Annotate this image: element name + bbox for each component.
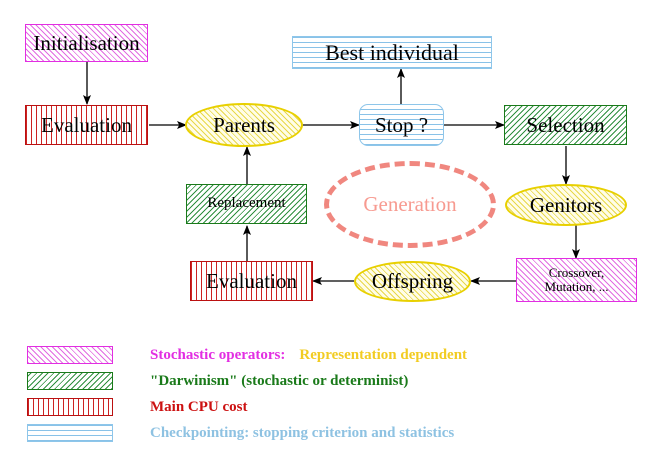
legend-swatch-magenta-hatch xyxy=(27,346,113,364)
legend-row-darwinism: "Darwinism" (stochastic or determinist) xyxy=(27,370,408,392)
node-genitors-label: Genitors xyxy=(529,192,603,217)
node-best-individual-label: Best individual xyxy=(325,39,459,65)
legend-row-main-cpu-cost: Main CPU cost xyxy=(27,396,248,418)
node-initialisation[interactable]: Initialisation xyxy=(25,24,148,62)
node-crossover-mutation[interactable]: Crossover, Mutation, ... xyxy=(516,258,637,302)
legend-swatch-blue-horizontal xyxy=(27,424,113,442)
node-genitors[interactable]: Genitors xyxy=(505,184,627,226)
node-replacement-label: Replacement xyxy=(207,195,286,212)
legend-row-stochastic-operators: Stochastic operators: Representation depe… xyxy=(27,344,467,366)
generation-label: Generation xyxy=(363,192,457,216)
node-best-individual[interactable]: Best individual xyxy=(292,36,492,69)
legend-label-main-cpu-cost-main: Main CPU cost xyxy=(150,398,248,415)
node-evaluation-bottom[interactable]: Evaluation xyxy=(190,261,313,301)
node-offspring[interactable]: Offspring xyxy=(354,261,471,302)
legend-label-checkpointing-main: Checkpointing: stopping criterion and st… xyxy=(150,424,455,441)
legend-row-checkpointing: Checkpointing: stopping criterion and st… xyxy=(27,422,454,444)
legend-swatch-green-hatch xyxy=(27,372,113,390)
legend-label-darwinism-main: "Darwinism" (stochastic or determinist) xyxy=(150,372,409,389)
legend-label-stochastic-operators-main: Stochastic operators: xyxy=(150,346,286,363)
node-stop-label: Stop ? xyxy=(374,112,429,137)
node-crossover-mutation-label-line2: Mutation, ... xyxy=(544,279,609,294)
generation-cycle-ellipse: Generation xyxy=(324,161,496,248)
node-evaluation-bottom-label: Evaluation xyxy=(206,268,297,293)
node-offspring-label: Offspring xyxy=(371,269,454,294)
node-stop[interactable]: Stop ? xyxy=(359,104,444,146)
node-evaluation-top[interactable]: Evaluation xyxy=(25,105,148,145)
node-selection[interactable]: Selection xyxy=(504,105,627,145)
node-crossover-mutation-label-line1: Crossover, xyxy=(548,265,605,281)
legend-swatch-red-vertical xyxy=(27,398,113,416)
legend-label-main-cpu-cost: Main CPU cost xyxy=(150,399,248,416)
legend-label-stochastic-operators: Stochastic operators: Representation depe… xyxy=(150,347,467,364)
legend-label-representation-dependent: Representation dependent xyxy=(299,346,468,363)
node-selection-label: Selection xyxy=(526,112,605,137)
node-parents[interactable]: Parents xyxy=(185,103,303,147)
node-replacement[interactable]: Replacement xyxy=(186,184,307,224)
node-initialisation-label: Initialisation xyxy=(33,30,140,55)
legend-label-darwinism: "Darwinism" (stochastic or determinist) xyxy=(150,373,408,390)
node-evaluation-top-label: Evaluation xyxy=(41,112,132,137)
legend-label-checkpointing: Checkpointing: stopping criterion and st… xyxy=(150,425,454,442)
node-parents-label: Parents xyxy=(213,112,275,137)
